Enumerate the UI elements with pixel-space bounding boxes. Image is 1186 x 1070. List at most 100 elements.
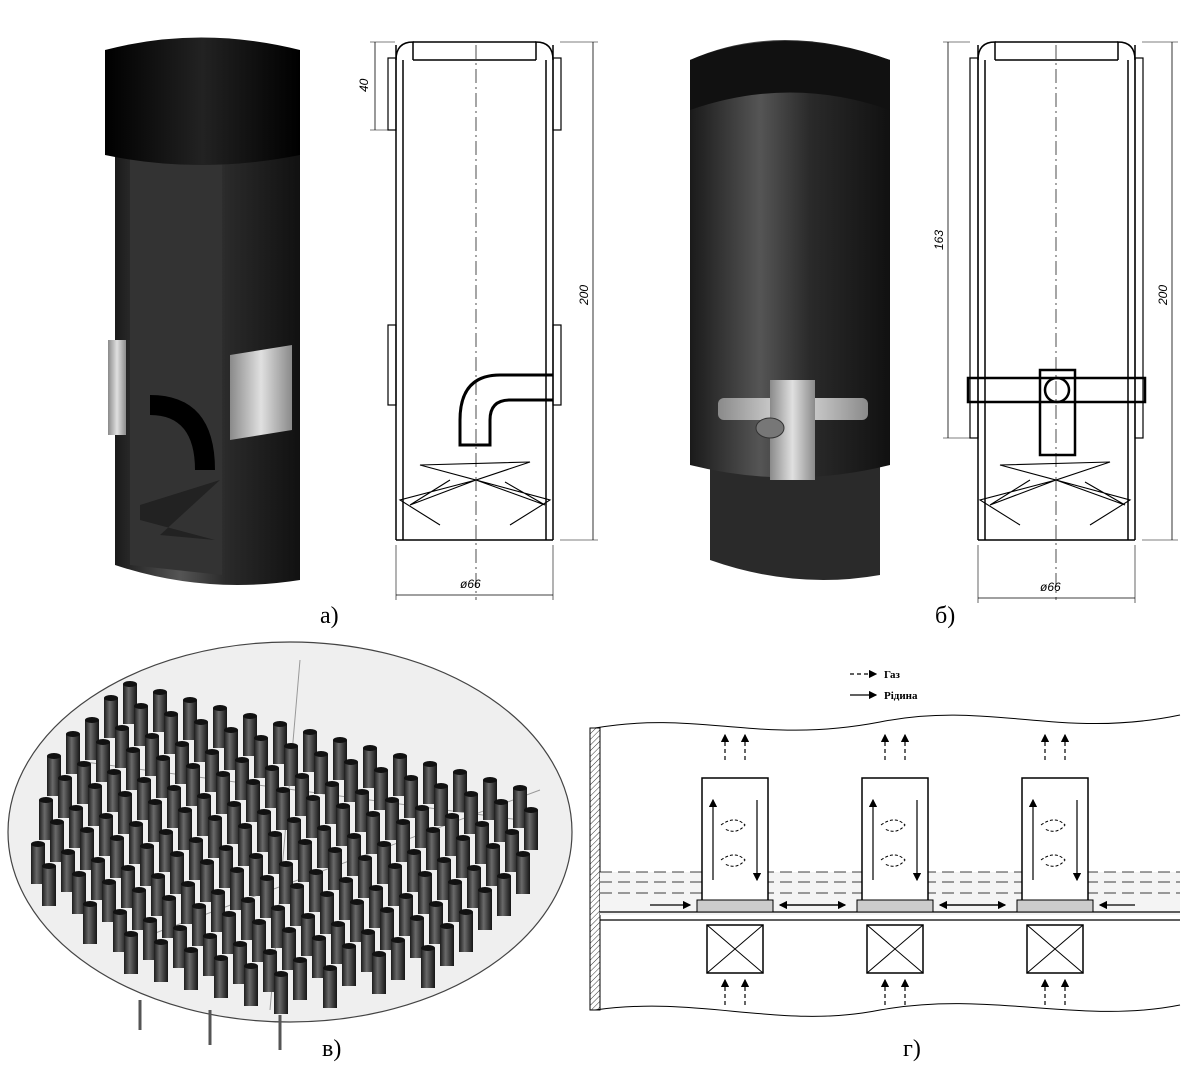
riser-tube [254, 735, 268, 778]
riser-tube [178, 807, 192, 850]
riser-tube [183, 697, 197, 740]
scheme-bottom-edge [594, 1003, 1181, 1017]
riser-tube [497, 873, 511, 916]
riser-tube [134, 703, 148, 746]
riser-tube [213, 705, 227, 748]
riser-tube [418, 871, 432, 914]
riser-tube [151, 873, 165, 916]
riser-tube [170, 851, 184, 894]
riser-tube [284, 743, 298, 786]
cap-b [690, 41, 890, 110]
riser-tube [331, 921, 345, 964]
riser-tube [194, 719, 208, 762]
riser-tube [222, 911, 236, 954]
riser-tube [69, 805, 83, 848]
riser-tube [115, 725, 129, 768]
riser-tube [72, 871, 86, 914]
riser-tube [233, 941, 247, 984]
riser-tube [464, 791, 478, 834]
panel-b-drawing [943, 41, 1178, 603]
riser-tube [137, 777, 151, 820]
riser-tube [323, 965, 337, 1008]
riser-tube [391, 937, 405, 980]
riser-tube [358, 855, 372, 898]
riser-tube [336, 803, 350, 846]
riser-tube [273, 721, 287, 764]
riser-tube [77, 761, 91, 804]
riser-tube [333, 737, 347, 780]
riser-tube [123, 681, 137, 724]
riser-tube [132, 887, 146, 930]
riser-tube [478, 887, 492, 930]
riser-tube [448, 879, 462, 922]
riser-tube [219, 845, 233, 888]
riser-tube [156, 755, 170, 798]
riser-tube [246, 779, 260, 822]
riser-tube [374, 767, 388, 810]
riser-tube [173, 925, 187, 968]
riser-tube [388, 863, 402, 906]
riser-tube [404, 775, 418, 818]
riser-tube [366, 811, 380, 854]
riser-tube [445, 813, 459, 856]
riser-tube [66, 731, 80, 774]
riser-tube [243, 713, 257, 756]
riser-tube [317, 825, 331, 868]
riser-tube [126, 747, 140, 790]
nozzle-b [755, 417, 785, 439]
riser-tube [208, 815, 222, 858]
riser-tube [426, 827, 440, 870]
contact-unit [856, 733, 934, 1005]
riser-tube [355, 789, 369, 832]
riser-tube [347, 833, 361, 876]
riser-tube [456, 835, 470, 878]
riser-tube [415, 805, 429, 848]
riser-tube [175, 741, 189, 784]
legend-gas-label: Газ [884, 669, 901, 681]
riser-tube [113, 909, 127, 952]
riser-tube [241, 897, 255, 940]
riser-tube [107, 769, 121, 812]
riser-tube [421, 945, 435, 988]
riser-tube [83, 901, 97, 944]
riser-tube [309, 869, 323, 912]
dim-a-height: 200 [577, 285, 591, 306]
riser-tube [244, 963, 258, 1006]
riser-tube [58, 775, 72, 818]
caption-a: а) [320, 603, 339, 629]
riser-tube [124, 931, 138, 974]
riser-tube [39, 797, 53, 840]
riser-tube [290, 883, 304, 926]
riser-tube [47, 753, 61, 796]
panel-d-scheme: Газ Рідина [589, 669, 1181, 1017]
riser-tube [342, 943, 356, 986]
riser-tube [148, 799, 162, 842]
riser-tube [50, 819, 64, 862]
riser-tube [377, 841, 391, 884]
riser-tube [268, 831, 282, 874]
riser-tube [407, 849, 421, 892]
riser-tube [249, 853, 263, 896]
riser-tube [235, 757, 249, 800]
riser-tube [110, 835, 124, 878]
riser-tube [399, 893, 413, 936]
riser-tube [410, 915, 424, 958]
riser-tube [118, 791, 132, 834]
riser-tube [467, 865, 481, 908]
dim-a-top: 40 [357, 78, 371, 92]
contact-unit [1016, 733, 1094, 1005]
riser-tube [181, 881, 195, 924]
riser-tube [325, 781, 339, 824]
riser-tube [276, 787, 290, 830]
dim-b-upper: 163 [932, 230, 946, 250]
riser-tube [200, 859, 214, 902]
riser-tube [238, 823, 252, 866]
riser-tube [312, 935, 326, 978]
riser-tube [303, 729, 317, 772]
riser-tube [88, 783, 102, 826]
riser-tube [216, 771, 230, 814]
riser-tube [295, 773, 309, 816]
riser-tube [121, 865, 135, 908]
riser-tube [140, 843, 154, 886]
